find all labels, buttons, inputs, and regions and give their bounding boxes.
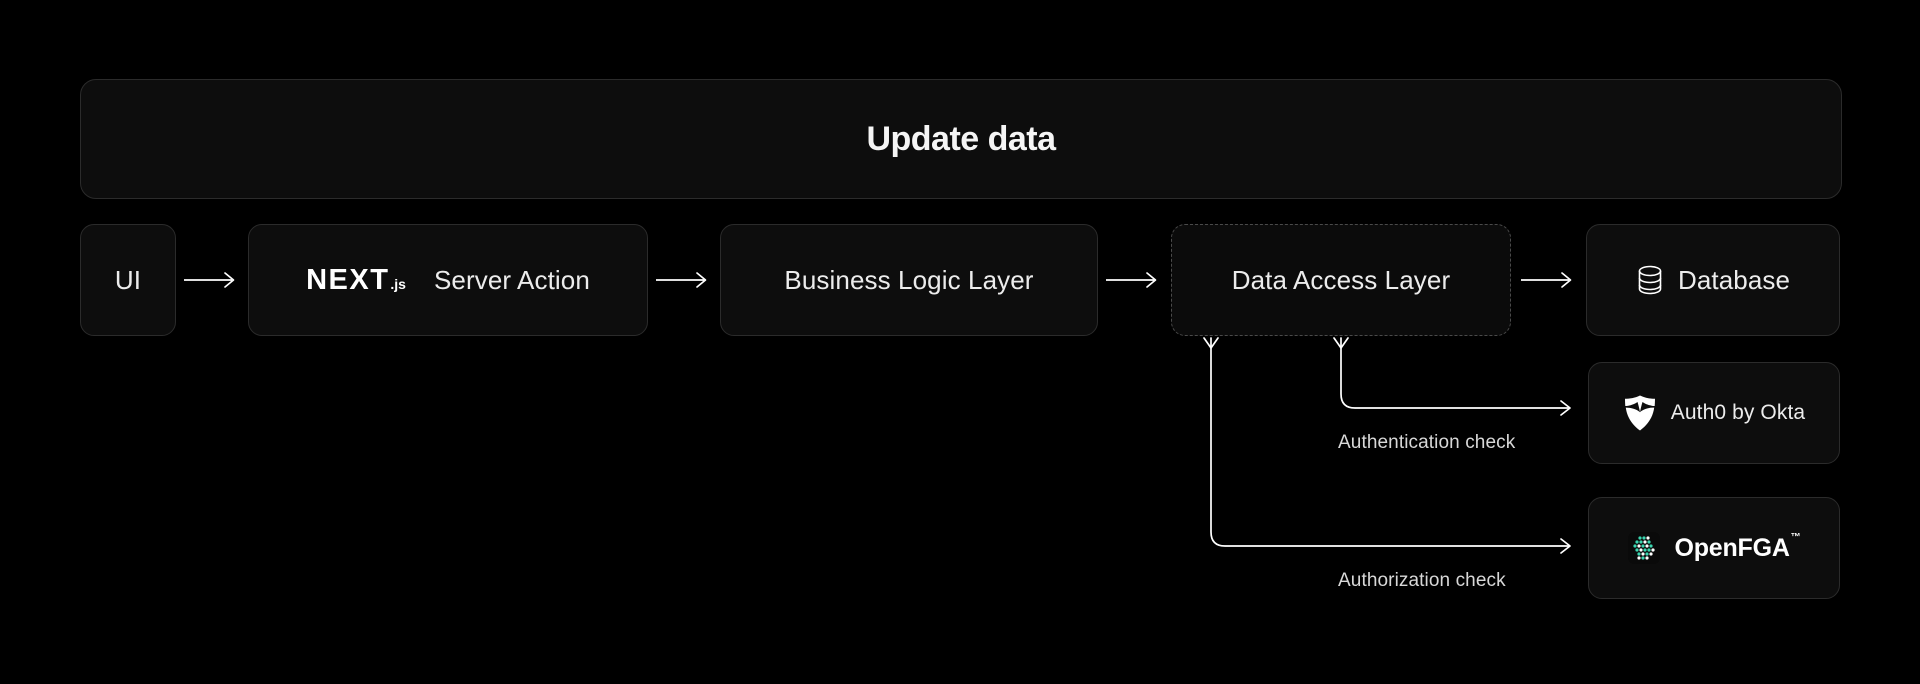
connector-authentication-check — [1280, 336, 1580, 426]
header-banner: Update data — [80, 79, 1842, 199]
node-openfga-label: OpenFGA™ — [1674, 532, 1801, 563]
node-data-access-layer-label: Data Access Layer — [1231, 264, 1451, 295]
openfga-trademark: ™ — [1790, 532, 1801, 544]
connector-authentication-label: Authentication check — [1338, 432, 1516, 453]
arrow-business-logic-to-data-access — [1104, 268, 1164, 292]
openfga-dots-icon — [1628, 532, 1661, 564]
arrow-data-access-to-database — [1519, 268, 1579, 292]
node-database-label: Database — [1677, 264, 1791, 295]
node-auth0[interactable]: Auth0 by Okta — [1588, 362, 1840, 464]
openfga-name: OpenFGA — [1674, 533, 1790, 562]
arrow-server-action-to-business-logic — [654, 268, 714, 292]
node-ui[interactable]: UI — [80, 224, 176, 336]
node-openfga[interactable]: OpenFGA™ — [1588, 497, 1840, 599]
auth0-shield-icon — [1623, 394, 1657, 432]
connector-authorization-label: Authorization check — [1338, 570, 1506, 591]
node-server-action-label: Server Action — [433, 264, 590, 295]
node-business-logic-layer-label: Business Logic Layer — [784, 264, 1034, 295]
node-business-logic-layer[interactable]: Business Logic Layer — [720, 224, 1098, 336]
arrow-ui-to-server-action — [182, 268, 242, 292]
nextjs-suffix: .js — [390, 275, 406, 292]
node-auth0-label: Auth0 by Okta — [1670, 401, 1806, 424]
connector-authorization-check — [1150, 336, 1580, 561]
nextjs-logo-icon: NEXT.js — [306, 264, 406, 297]
node-ui-label: UI — [114, 264, 142, 295]
page-title: Update data — [866, 119, 1056, 158]
node-database[interactable]: Database — [1586, 224, 1840, 336]
database-icon — [1636, 264, 1664, 296]
node-server-action[interactable]: NEXT.js Server Action — [248, 224, 648, 336]
node-data-access-layer[interactable]: Data Access Layer — [1171, 224, 1511, 336]
nextjs-wordmark: NEXT — [306, 263, 390, 296]
